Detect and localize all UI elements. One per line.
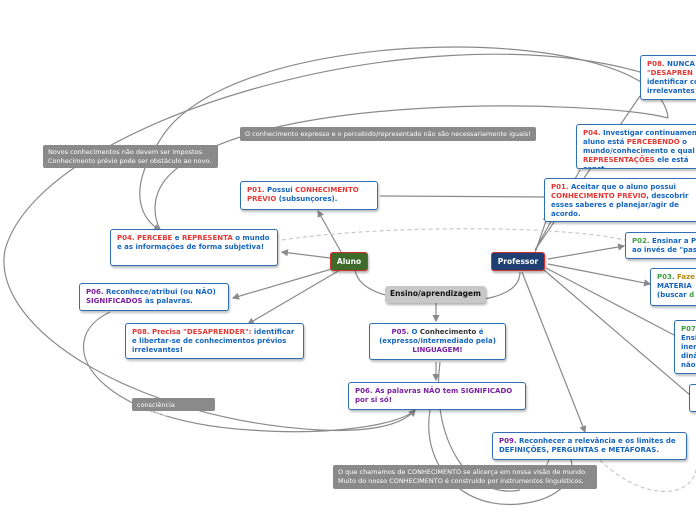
prof-p04-c: PERCEBENDO xyxy=(626,138,680,146)
prof-p07-d: não xyxy=(681,361,696,369)
note-chamamos-line1: O que chamamos de CONHECIMENTO se alicer… xyxy=(338,468,588,476)
prof-p04-f: REPRESENTAÇÕES xyxy=(583,156,655,164)
edge-prof-p09 xyxy=(521,271,587,434)
note-consciencia-semantica: consciência semântica xyxy=(132,398,215,418)
prof-p03-node[interactable]: P03. Faze MATERIA (buscar d xyxy=(650,268,696,306)
aluno-p06-b: SIGNIFICADOS xyxy=(86,297,143,305)
note-novos-conhecimentos: Novos conhecimentos não devem ser impost… xyxy=(43,145,218,168)
aluno-p01-d: (subsunçores). xyxy=(278,195,338,203)
edge-prof-p08 xyxy=(534,95,641,251)
aluno-p08-b: identificar e libertar-se de conheciment… xyxy=(132,328,295,354)
prof-p03-id: P03. xyxy=(657,273,675,281)
aluno-p04-a: PERCEBE xyxy=(136,234,173,242)
prof-p09-node[interactable]: P09. Reconhecer a relevância e os limite… xyxy=(492,432,687,460)
prof-extra-node[interactable] xyxy=(689,384,696,412)
edge-prof-p03 xyxy=(547,263,652,287)
aluno-p06-node[interactable]: P06. Reconhece/atribui (ou NÃO) SIGNIFIC… xyxy=(79,283,229,311)
prof-p09-a: Reconhecer a relevância e os limites de … xyxy=(499,437,676,454)
center-p05-a: O xyxy=(411,328,418,336)
aluno-p01-b: CONHECIMENTO xyxy=(295,186,359,194)
prof-p07-c: dinâ xyxy=(681,352,696,360)
edge-aluno-p04 xyxy=(280,249,331,259)
aluno-p06-a: Reconhece/atribui (ou NÃO) xyxy=(105,288,216,296)
prof-p02-a: Ensinar a P xyxy=(651,237,696,245)
prof-p07-id: P07 xyxy=(681,325,696,333)
center-p05-c: é (expresso/intermediado pela) xyxy=(379,328,496,345)
prof-p04-id: P04. xyxy=(583,129,601,137)
edge-aluno-p06 xyxy=(231,267,336,300)
prof-p03-b: MATERIA xyxy=(657,282,692,290)
center-p06-a: As palavras NÃO tem SIGNIFICADO por si s… xyxy=(355,387,513,404)
prof-p08-id: P08. xyxy=(647,60,665,68)
note-o-que-chamamos: O que chamamos de CONHECIMENTO se alicer… xyxy=(333,465,597,489)
center-p05-id: P05. xyxy=(391,328,410,336)
prof-p07-node[interactable]: P07 Ensi inerc dinâ não xyxy=(674,320,696,374)
aluno-p08-id: P08. xyxy=(132,328,150,336)
prof-p01-node[interactable]: P01. Aceitar que o aluno possui CONHECIM… xyxy=(544,178,696,222)
edge-p01-p01 xyxy=(379,195,546,198)
edge-loop-top xyxy=(139,46,669,231)
prof-p07-b: inerc xyxy=(681,343,696,351)
center-p06-id: P06. xyxy=(355,387,373,395)
prof-p04-a: Investigar continuamen xyxy=(602,129,696,137)
note-conhecimento-expresso: O conhecimento expresso e o percebido/re… xyxy=(240,127,536,141)
prof-p04-node[interactable]: P04. Investigar continuamen aluno está P… xyxy=(576,124,696,169)
prof-p08-d: irrelevantes xyxy=(647,87,695,95)
prof-p03-a: Faze xyxy=(676,273,695,281)
prof-p02-b: ao invés de "pas xyxy=(632,246,696,254)
edge-prof-p02 xyxy=(547,243,626,260)
professor-hub[interactable]: Professor xyxy=(491,252,545,271)
prof-p03-c: (buscar xyxy=(657,291,687,299)
prof-p04-e: mundo/conhecimento e qual xyxy=(583,147,695,155)
prof-p07-a: Ensi xyxy=(681,334,696,342)
ensino-hub[interactable]: Ensino/aprendizagem xyxy=(385,286,486,303)
edge-loop-mid xyxy=(154,105,669,230)
center-p06-node[interactable]: P06. As palavras NÃO tem SIGNIFICADO por… xyxy=(348,382,526,410)
center-p05-b: Conhecimento xyxy=(419,328,477,336)
aluno-p08-a: Precisa "DESAPRENDER": xyxy=(151,328,252,336)
prof-p08-a: NUNCA xyxy=(666,60,695,68)
edge-loop-left xyxy=(3,53,641,432)
prof-p08-node[interactable]: P08. NUNCA "DESAPREN identificar co irre… xyxy=(640,55,696,100)
prof-p08-b: "DESAPREN xyxy=(647,69,693,77)
aluno-p04-c: REPRESENTA xyxy=(181,234,233,242)
prof-p01-id: P01. xyxy=(551,183,569,191)
prof-p01-b: CONHECIMENTO PRÉVIO xyxy=(551,192,647,200)
prof-p09-id: P09. xyxy=(499,437,517,445)
edge-dashed-2 xyxy=(599,459,696,492)
prof-p01-a: Aceitar que o aluno possui xyxy=(570,183,676,191)
edge-aluno-p01 xyxy=(317,209,342,253)
aluno-p04-d: o mundo e as informações de forma subjet… xyxy=(117,234,270,251)
aluno-hub[interactable]: Aluno xyxy=(330,252,368,271)
center-p05-d: LINGUAGEM! xyxy=(412,346,463,354)
aluno-p06-id: P06. xyxy=(86,288,104,296)
prof-p04-b: aluno está xyxy=(583,138,625,146)
edge-prof-extra xyxy=(543,269,691,396)
prof-p03-d: d xyxy=(689,291,695,299)
edge-loop-p06 xyxy=(82,311,416,433)
aluno-p01-c: PRÉVIO xyxy=(247,195,277,203)
prof-p02-node[interactable]: P02. Ensinar a P ao invés de "pas xyxy=(625,232,696,259)
aluno-p04-id: P04. xyxy=(117,234,135,242)
aluno-p08-node[interactable]: P08. Precisa "DESAPRENDER": identificar … xyxy=(125,323,304,359)
prof-p02-id: P02. xyxy=(632,237,650,245)
note-novos-line2: Conhecimento prévio pode ser obstáculo a… xyxy=(48,156,212,165)
edge-aluno-p08 xyxy=(246,269,341,325)
prof-p04-g: ele está const xyxy=(583,156,689,169)
aluno-p04-node[interactable]: P04. PERCEBE e REPRESENTA o mundo e as i… xyxy=(110,229,278,266)
prof-p04-d: o xyxy=(682,138,687,146)
prof-p01-c: , descobrir esses saberes e planejar/agi… xyxy=(551,192,689,218)
aluno-p01-id: P01. xyxy=(247,186,265,194)
aluno-p04-b: e xyxy=(174,234,180,242)
note-chamamos-line2: Muito do nosso CONHECIMENTO é construído… xyxy=(338,476,584,485)
aluno-p01-a: Possui xyxy=(266,186,293,194)
center-p05-node[interactable]: P05. O Conhecimento é (expresso/intermed… xyxy=(369,323,506,360)
edge-dashed xyxy=(281,228,626,241)
aluno-p01-node[interactable]: P01. Possui CONHECIMENTO PRÉVIO (subsunç… xyxy=(240,181,378,210)
aluno-p06-c: às palavras. xyxy=(145,297,193,305)
edge-prof-p07 xyxy=(545,267,675,336)
prof-p08-c: identificar co xyxy=(647,78,696,86)
note-novos-line1: Novos conhecimentos não devem ser impost… xyxy=(48,148,204,156)
